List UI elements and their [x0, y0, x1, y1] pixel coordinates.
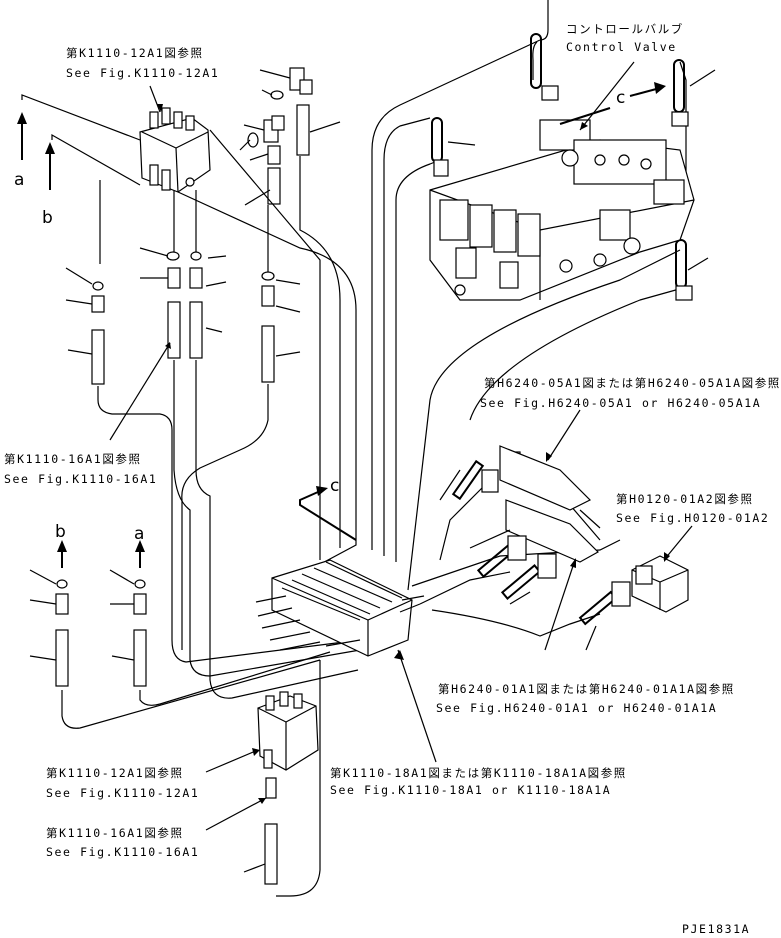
ref-k1110-12a1-top-jp: 第K1110-12A1図参照: [66, 46, 204, 60]
ref-k1110-16a1-bottom-en: See Fig.K1110-16A1: [46, 845, 200, 859]
ref-k1110-12a1-top-en: See Fig.K1110-12A1: [66, 66, 220, 80]
ref-k1110-18a1-jp: 第K1110-18A1図または第K1110-18A1A図参照: [330, 766, 627, 780]
marker-b-bottom: b: [55, 522, 66, 542]
ref-h6240-01a1-jp: 第H6240-01A1図または第H6240-01A1A図参照: [438, 682, 735, 696]
control-valve-label-jp: コントロールバルブ: [566, 22, 684, 36]
elbow-fitting-a: [289, 67, 313, 95]
ref-k1110-12a1-bottom-en: See Fig.K1110-12A1: [46, 786, 200, 800]
drawing-code: PJE1831A: [682, 922, 751, 936]
central-hose-block: [255, 559, 425, 657]
elbow-fitting-b: [263, 115, 285, 143]
control-valve-label-en: Control Valve: [566, 40, 677, 54]
solenoid-valve: [631, 555, 689, 613]
control-valve: [429, 119, 695, 301]
ref-h0120-01a2-jp: 第H0120-01A2図参照: [616, 492, 754, 506]
ref-k1110-16a1-bottom-jp: 第K1110-16A1図参照: [46, 826, 184, 840]
pilot-valve-top: [139, 107, 211, 193]
ref-k1110-18a1-en: See Fig.K1110-18A1 or K1110-18A1A: [330, 783, 612, 797]
ref-k1110-16a1-left-jp: 第K1110-16A1図参照: [4, 452, 142, 466]
ref-k1110-16a1-left-en: See Fig.K1110-16A1: [4, 472, 158, 486]
ref-h6240-05a1-jp: 第H6240-05A1図または第H6240-05A1A図参照: [484, 376, 781, 390]
marker-c-valve: c: [616, 88, 626, 108]
marker-a-top: a: [14, 170, 25, 190]
marker-b-top: b: [42, 208, 53, 228]
ref-h6240-05a1-en: See Fig.H6240-05A1 or H6240-05A1A: [480, 396, 762, 410]
ref-h0120-01a2-en: See Fig.H0120-01A2: [616, 511, 770, 525]
marker-c-mid: c: [330, 476, 340, 496]
pilot-valve-bottom: [257, 691, 319, 771]
ref-h6240-01a1-en: See Fig.H6240-01A1 or H6240-01A1A: [436, 701, 718, 715]
marker-a-bottom: a: [134, 524, 145, 544]
ref-k1110-12a1-bottom-jp: 第K1110-12A1図参照: [46, 766, 184, 780]
